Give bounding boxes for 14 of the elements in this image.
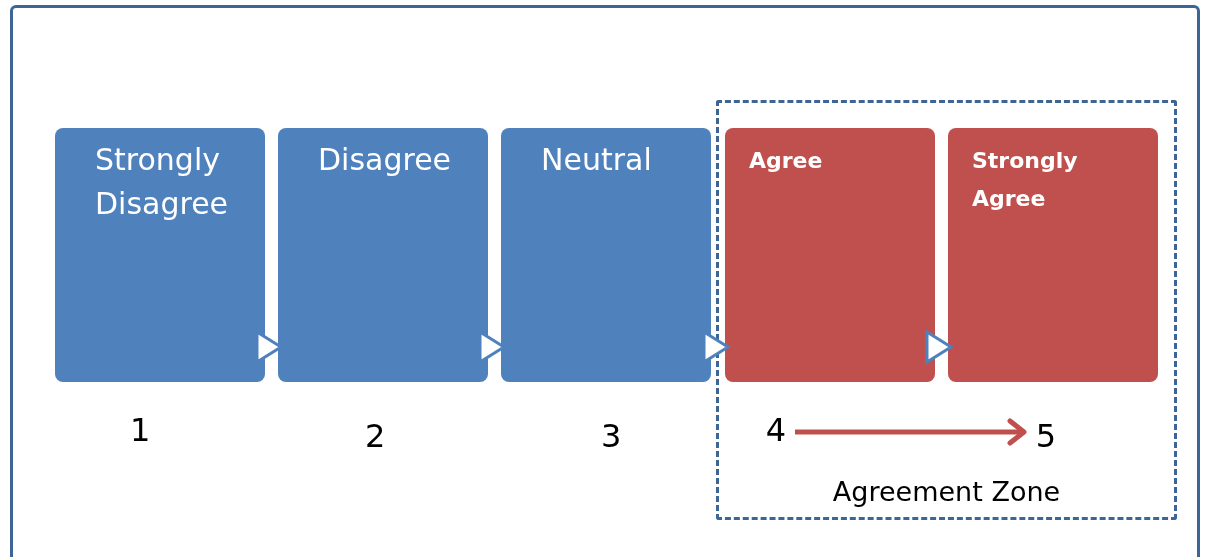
agreement-zone-box <box>716 100 1177 520</box>
scale-number: 5 <box>1030 418 1062 458</box>
process-box: Strongly Agree <box>948 128 1158 382</box>
scale-number: 1 <box>130 412 151 448</box>
process-box: Agree <box>725 128 935 382</box>
scale-number: 3 <box>601 418 622 454</box>
scale-number: 2 <box>365 418 386 454</box>
process-box: Strongly Disagree <box>55 128 265 382</box>
arrow <box>795 418 1027 446</box>
scale-number: 4 <box>760 412 792 452</box>
process-box: Neutral <box>501 128 711 382</box>
arrow <box>925 330 953 364</box>
process-box: Disagree <box>278 128 488 382</box>
zone-label: Agreement Zone <box>831 476 1062 507</box>
